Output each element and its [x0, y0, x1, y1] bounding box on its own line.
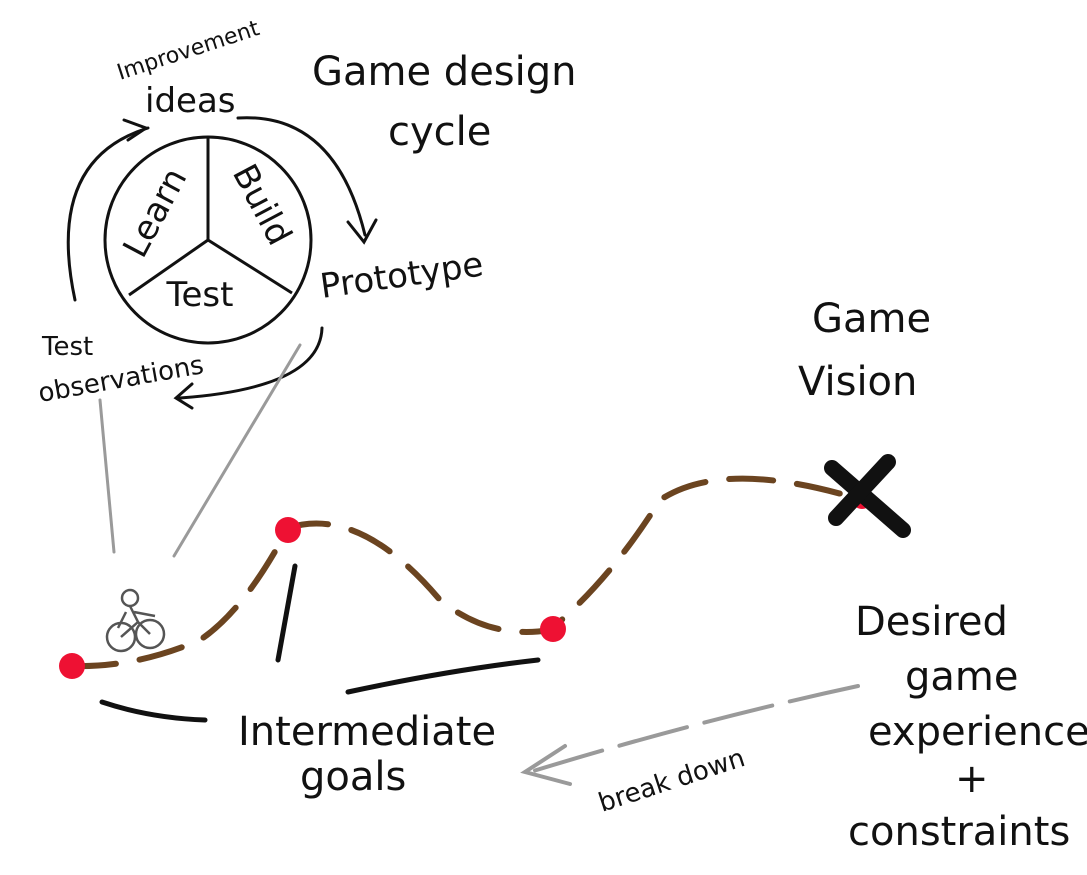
arrow-to-prototype-head — [346, 218, 378, 245]
experience-label-1: Desired — [855, 599, 1008, 645]
arrow-to-improvement — [66, 126, 150, 302]
breakdown-label: break down — [595, 743, 749, 819]
goal-marker-1 — [275, 517, 301, 543]
experience-label-3: experience — [868, 709, 1087, 755]
arrow-to-observations — [178, 326, 324, 400]
vision-label-1: Game — [812, 296, 931, 342]
cyclist-icon — [105, 588, 166, 653]
improvement-label-2: ideas — [145, 81, 236, 121]
vision-x-icon — [824, 454, 911, 538]
sector-test: Test — [166, 275, 234, 315]
arrow-to-observations-head — [173, 382, 194, 410]
start-marker — [59, 653, 85, 679]
title-line-2: cycle — [388, 109, 491, 155]
experience-label-4: + — [955, 756, 989, 802]
vision-label-2: Vision — [798, 359, 917, 405]
breakdown-arrow — [520, 684, 860, 786]
design-cycle-wheel: Learn Build Test — [103, 135, 313, 345]
sector-build: Build — [224, 158, 299, 252]
title-line-1: Game design — [312, 49, 577, 95]
journey-path — [69, 475, 848, 670]
intermediate-goals-label-2: goals — [300, 754, 406, 800]
goal-marker-2 — [540, 616, 566, 642]
experience-label-5: constraints — [848, 809, 1070, 855]
goal-pointers — [99, 563, 541, 723]
observations-label-1: Test — [41, 332, 93, 362]
intermediate-goals-label-1: Intermediate — [238, 709, 496, 755]
zoom-connectors — [98, 343, 302, 558]
arrow-to-improvement-head — [122, 118, 150, 142]
experience-label-2: game — [905, 654, 1018, 700]
cycle-arrows — [66, 116, 378, 410]
arrow-to-prototype — [236, 116, 367, 237]
improvement-label-1: Improvement — [114, 16, 263, 86]
prototype-label: Prototype — [318, 244, 486, 306]
